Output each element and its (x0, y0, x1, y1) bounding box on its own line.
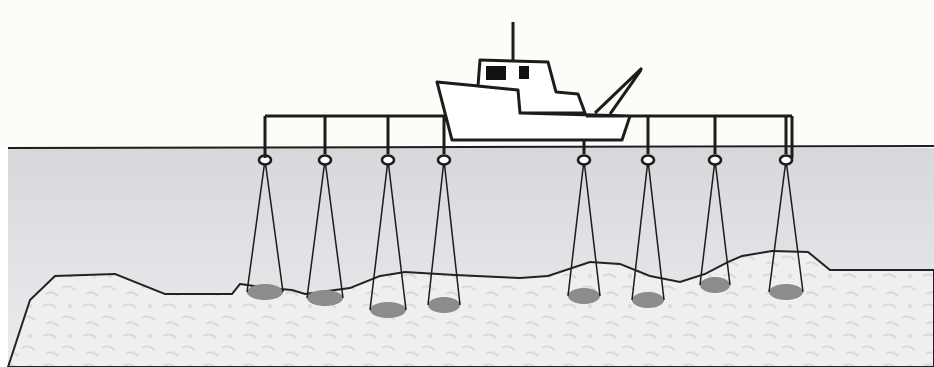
boat-window (486, 66, 506, 80)
boat-crane-arm (608, 69, 643, 115)
survey-boat (435, 22, 644, 142)
transducer (778, 154, 794, 166)
seabed (6, 249, 934, 367)
beam-footprint (428, 297, 460, 313)
beam-footprint (568, 288, 600, 304)
beam-footprint (307, 290, 343, 306)
transducer (317, 154, 333, 166)
beam-footprint (700, 277, 730, 293)
boat-window (519, 66, 529, 79)
beam-footprint (769, 284, 803, 300)
beam-footprint (370, 302, 406, 318)
transducer (640, 154, 656, 166)
sea-surface-line (7, 145, 934, 149)
transducer (380, 154, 396, 166)
boat-crane-arm (593, 66, 644, 115)
transducer (707, 154, 723, 166)
transducer (576, 154, 592, 166)
transducer (436, 154, 452, 166)
beam-footprint (247, 284, 283, 300)
beam-footprint (632, 292, 664, 308)
transducer-beams (246, 154, 804, 318)
